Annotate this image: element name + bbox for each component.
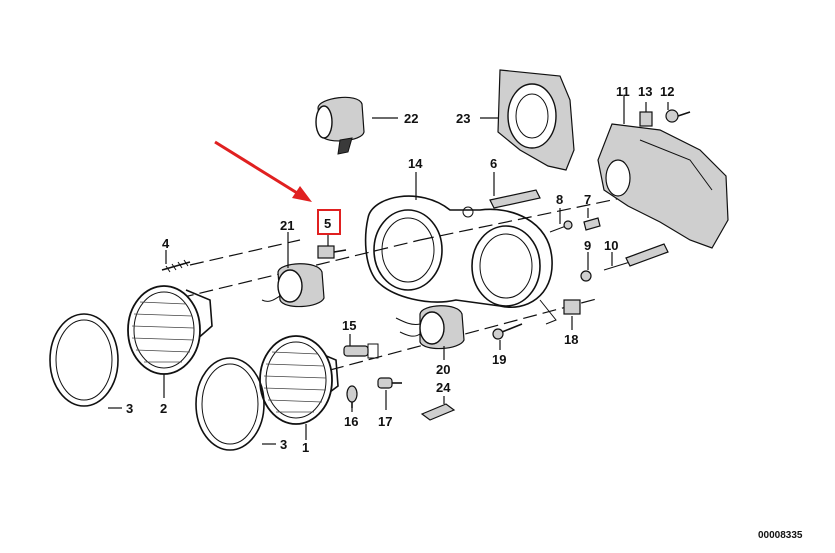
part-13-clip — [639, 111, 653, 127]
callout-20: 20 — [436, 362, 450, 377]
part-20-socket — [395, 305, 465, 350]
callout-14: 14 — [408, 156, 423, 171]
callout-24: 24 — [436, 380, 451, 395]
part-9-nut — [580, 270, 592, 282]
callout-7: 7 — [584, 192, 591, 207]
part-2-headlamp — [127, 285, 213, 375]
part-5-adjuster — [317, 245, 347, 259]
part-23-bracket — [497, 69, 575, 171]
callout-5-highlight-box — [317, 209, 341, 235]
callout-5: 5 — [324, 216, 331, 231]
callout-6: 6 — [490, 156, 497, 171]
callout-13: 13 — [638, 84, 652, 99]
part-14-frame — [364, 195, 557, 325]
part-12-screw — [665, 109, 691, 123]
part-8-screw — [549, 220, 573, 233]
part-21-socket — [261, 263, 325, 308]
callout-10: 10 — [604, 238, 618, 253]
callout-9: 9 — [584, 238, 591, 253]
callout-8: 8 — [556, 192, 563, 207]
callout-3-left: 3 — [126, 401, 133, 416]
part-4-screw — [161, 259, 191, 273]
part-24-clip — [420, 403, 456, 421]
part-15-bulb — [343, 343, 379, 359]
leader-lines — [108, 96, 669, 445]
callout-4: 4 — [162, 236, 170, 251]
callout-18: 18 — [564, 332, 578, 347]
callout-1: 1 — [302, 440, 309, 455]
part-3-trim-ring-right — [195, 357, 265, 451]
part-1-headlamp — [259, 335, 339, 425]
part-16-bulb — [346, 385, 358, 408]
part-3-trim-ring-left — [49, 313, 119, 407]
callout-23: 23 — [456, 111, 470, 126]
callout-22: 22 — [404, 111, 418, 126]
callout-16: 16 — [344, 414, 358, 429]
callout-17: 17 — [378, 414, 392, 429]
part-7-plug — [583, 217, 601, 231]
part-11-housing — [597, 123, 729, 249]
part-6-adjuster — [489, 189, 541, 209]
red-pointer-arrow — [214, 140, 312, 202]
callout-3-right: 3 — [280, 437, 287, 452]
callout-12: 12 — [660, 84, 674, 99]
part-17-bulb — [377, 377, 402, 389]
callout-11: 11 — [616, 84, 630, 99]
drawing-number: 00008335 — [758, 530, 803, 541]
callout-19: 19 — [492, 352, 506, 367]
callout-2: 2 — [160, 401, 167, 416]
callout-15: 15 — [342, 318, 356, 333]
part-19-bolt — [492, 323, 523, 340]
part-22-cap — [315, 96, 365, 155]
part-10-adjuster — [603, 243, 669, 271]
part-18-bracket — [563, 299, 581, 315]
callout-labels: 22 23 11 13 12 14 6 8 7 9 10 18 19 20 15… — [126, 84, 674, 455]
callout-21: 21 — [280, 218, 294, 233]
